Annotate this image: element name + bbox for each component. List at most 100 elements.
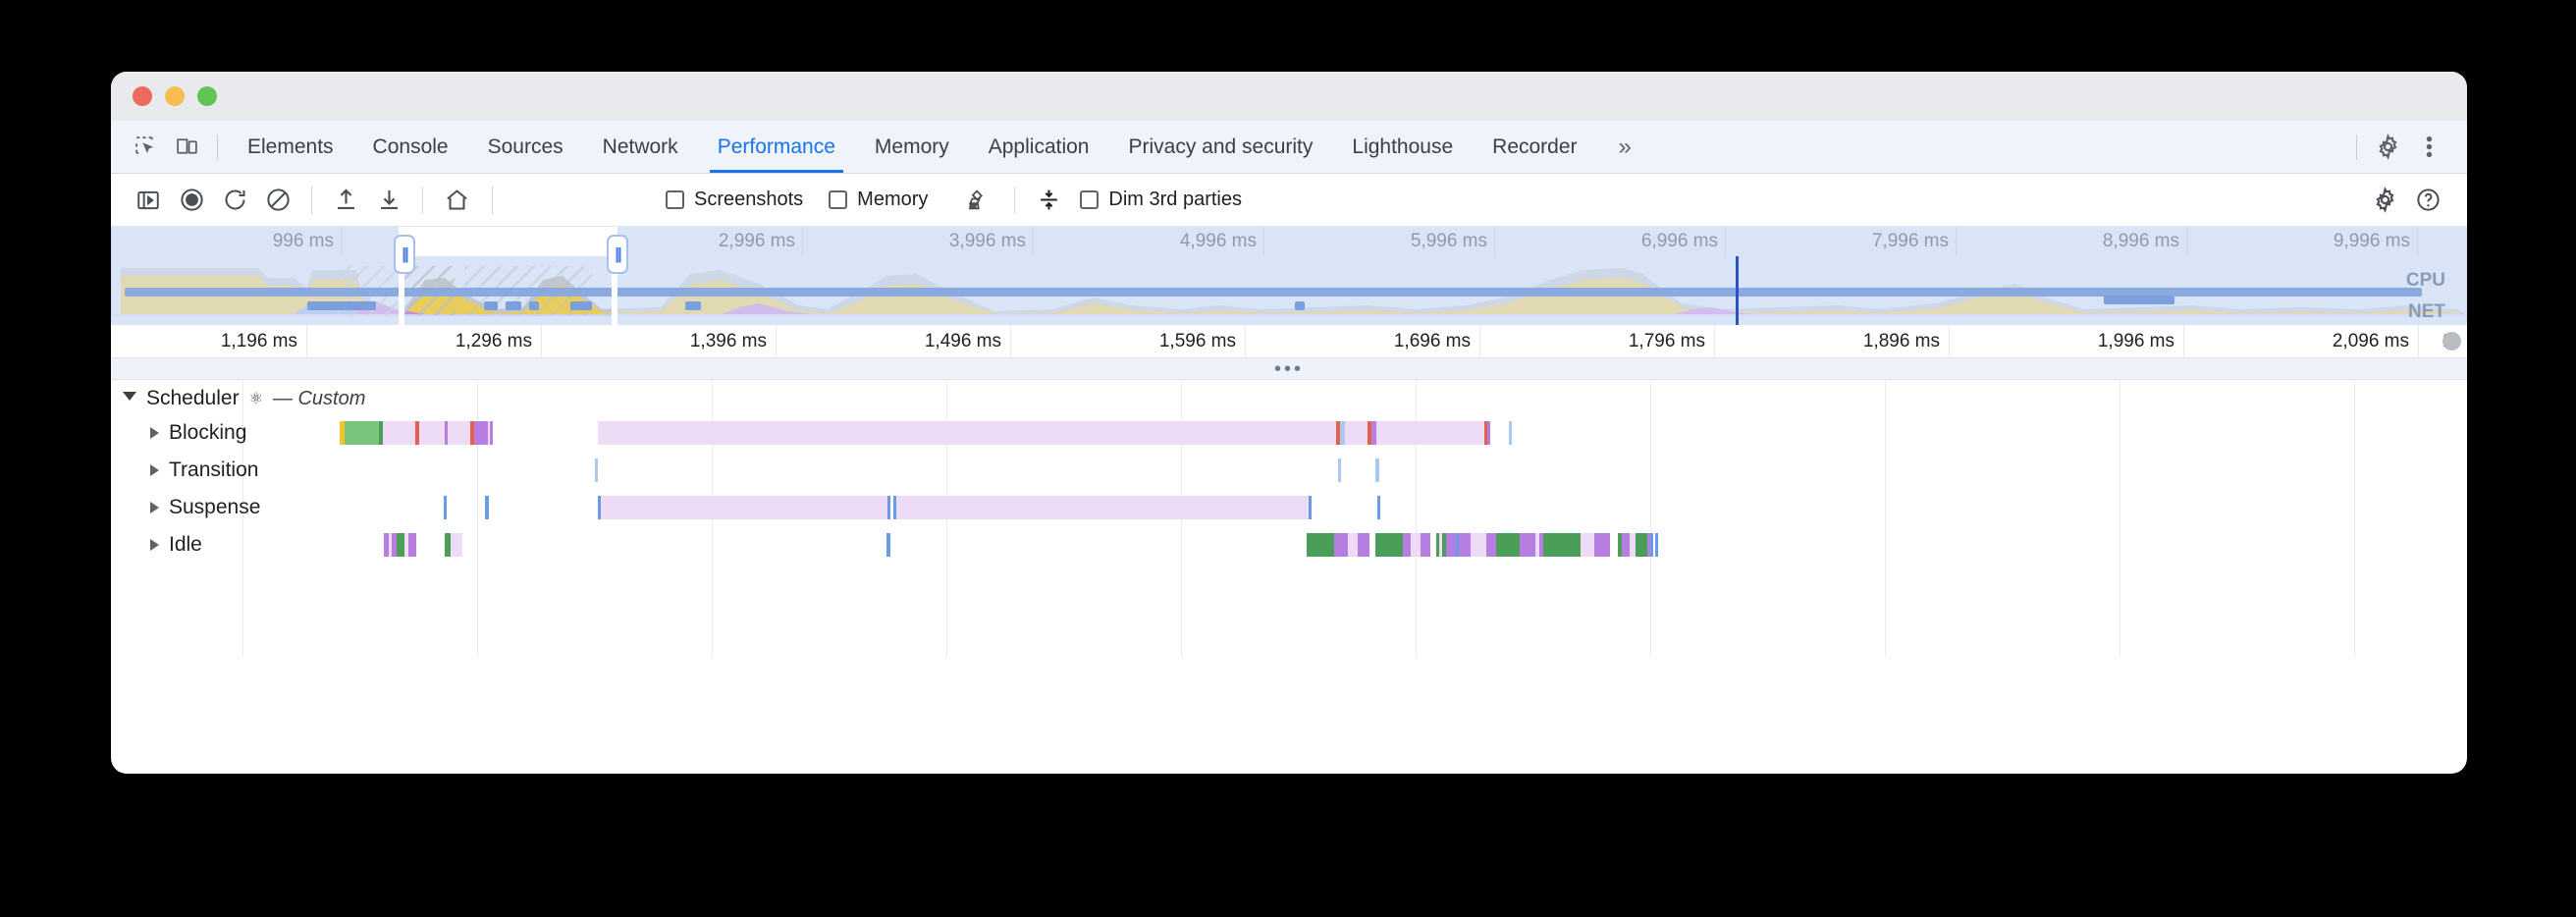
- tab-privacy-and-security[interactable]: Privacy and security: [1128, 135, 1314, 158]
- overview-playhead[interactable]: [1736, 256, 1739, 325]
- clear-icon[interactable]: [256, 181, 299, 220]
- flamechart-event-blocking[interactable]: [445, 421, 448, 445]
- flamechart-event-blocking[interactable]: [1368, 421, 1371, 445]
- flamechart-event-blocking[interactable]: [1340, 421, 1345, 445]
- flamechart-event-idle[interactable]: [1375, 533, 1403, 557]
- flamechart-event-suspense[interactable]: [601, 496, 887, 519]
- flamechart-event-idle[interactable]: [1581, 533, 1594, 557]
- reload-and-record-icon[interactable]: [213, 181, 256, 220]
- screenshots-checkbox[interactable]: Screenshots: [666, 189, 803, 211]
- collapse-tracks-icon[interactable]: [1027, 181, 1070, 220]
- panel-resizer-handle[interactable]: •••: [111, 358, 2467, 380]
- memory-checkbox-box[interactable]: [829, 190, 848, 209]
- flamechart-event-idle[interactable]: [1348, 533, 1358, 557]
- tab-network[interactable]: Network: [602, 135, 678, 158]
- home-icon[interactable]: [435, 181, 478, 220]
- flamechart-event-idle[interactable]: [1622, 533, 1630, 557]
- dim-3rd-parties-checkbox-box[interactable]: [1080, 190, 1100, 209]
- flamechart-event-blocking[interactable]: [379, 421, 383, 445]
- track-group-scheduler[interactable]: Scheduler ⚛ — Custom: [111, 380, 2467, 417]
- flamechart-event-suspense[interactable]: [1309, 496, 1312, 519]
- flamechart-event-blocking[interactable]: [1487, 421, 1490, 445]
- flamechart-event-blocking[interactable]: [598, 421, 1336, 445]
- flamechart-event-idle[interactable]: [1436, 533, 1439, 557]
- flamechart-event-blocking[interactable]: [1484, 421, 1487, 445]
- flamechart-event-suspense[interactable]: [896, 496, 1309, 519]
- flamechart-event-idle[interactable]: [1471, 533, 1486, 557]
- flamechart-event-blocking[interactable]: [383, 421, 415, 445]
- flamechart-event-idle[interactable]: [1630, 533, 1636, 557]
- tab-elements[interactable]: Elements: [247, 135, 334, 158]
- tab-memory[interactable]: Memory: [874, 135, 949, 158]
- flamechart-event-blocking[interactable]: [488, 421, 490, 445]
- flamechart-event-blocking[interactable]: [415, 421, 419, 445]
- flamechart-event-idle[interactable]: [886, 533, 890, 557]
- flamechart-event-blocking[interactable]: [419, 421, 445, 445]
- flamechart-event-idle[interactable]: [1520, 533, 1535, 557]
- flamechart-event-idle[interactable]: [1647, 533, 1650, 557]
- flamechart-event-idle[interactable]: [1442, 533, 1446, 557]
- window-close-button[interactable]: [133, 86, 152, 106]
- flamechart-event-blocking[interactable]: [1376, 421, 1484, 445]
- window-zoom-button[interactable]: [197, 86, 217, 106]
- tab-performance[interactable]: Performance: [698, 121, 855, 173]
- flamechart-event-suspense[interactable]: [444, 496, 447, 519]
- flamechart-event-blocking[interactable]: [448, 421, 470, 445]
- flamechart-event-idle[interactable]: [445, 533, 451, 557]
- dim-3rd-parties-checkbox[interactable]: Dim 3rd parties: [1080, 189, 1242, 211]
- flamechart-event-idle[interactable]: [1543, 533, 1581, 557]
- screenshots-checkbox-box[interactable]: [666, 190, 684, 209]
- flamechart-event-idle[interactable]: [1358, 533, 1369, 557]
- flamechart-event-blocking[interactable]: [1509, 421, 1512, 445]
- timeline-overview[interactable]: 996 ms 1,996 ms 2,996 ms 3,996 ms 4,996 …: [111, 227, 2467, 325]
- flamechart-event-blocking[interactable]: [490, 421, 493, 445]
- flamechart-event-idle[interactable]: [1486, 533, 1496, 557]
- timeline-scrollbar-thumb[interactable]: [2442, 332, 2461, 351]
- flamechart[interactable]: Scheduler ⚛ — Custom Blocking Transition: [111, 380, 2467, 657]
- flamechart-event-suspense[interactable]: [485, 496, 489, 519]
- flamechart-event-suspense[interactable]: [1377, 496, 1380, 519]
- track-row-transition[interactable]: Transition: [111, 452, 2467, 489]
- flamechart-event-transition[interactable]: [1375, 458, 1379, 482]
- tab-recorder[interactable]: Recorder: [1492, 135, 1578, 158]
- track-label-blocking[interactable]: Blocking: [111, 414, 246, 452]
- expand-triangle-icon[interactable]: [150, 539, 159, 551]
- more-options-kebab-icon[interactable]: [2408, 127, 2449, 168]
- flamechart-event-blocking[interactable]: [345, 421, 379, 445]
- memory-checkbox[interactable]: Memory: [829, 189, 928, 211]
- flamechart-event-transition[interactable]: [1338, 458, 1341, 482]
- track-row-suspense[interactable]: Suspense: [111, 489, 2467, 526]
- flamechart-event-idle[interactable]: [1594, 533, 1610, 557]
- flamechart-event-blocking[interactable]: [470, 421, 474, 445]
- flamechart-event-suspense[interactable]: [893, 496, 896, 519]
- flamechart-event-suspense[interactable]: [887, 496, 890, 519]
- inspect-element-icon[interactable]: [125, 127, 166, 168]
- overview-left-handle[interactable]: ||: [394, 235, 415, 274]
- expand-triangle-icon[interactable]: [150, 502, 159, 513]
- flamechart-event-idle[interactable]: [404, 533, 408, 557]
- record-icon[interactable]: [170, 181, 213, 220]
- flamechart-event-blocking[interactable]: [1345, 421, 1368, 445]
- flamechart-event-idle[interactable]: [1411, 533, 1421, 557]
- flamechart-event-idle[interactable]: [397, 533, 404, 557]
- toggle-sidebar-icon[interactable]: [127, 181, 170, 220]
- flamechart-event-blocking[interactable]: [340, 421, 345, 445]
- tab-lighthouse[interactable]: Lighthouse: [1352, 135, 1454, 158]
- flamechart-event-idle[interactable]: [1456, 533, 1459, 557]
- tab-sources[interactable]: Sources: [487, 135, 564, 158]
- download-profile-icon[interactable]: [367, 181, 410, 220]
- flamechart-event-idle[interactable]: [1636, 533, 1647, 557]
- flamechart-event-blocking[interactable]: [474, 421, 488, 445]
- flamechart-event-idle[interactable]: [1403, 533, 1411, 557]
- track-label-transition[interactable]: Transition: [111, 452, 258, 489]
- flamechart-event-idle[interactable]: [1439, 533, 1442, 557]
- track-row-blocking[interactable]: Blocking: [111, 414, 2467, 452]
- track-row-idle[interactable]: Idle: [111, 526, 2467, 564]
- flamechart-event-idle[interactable]: [384, 533, 389, 557]
- flamechart-event-idle[interactable]: [1655, 533, 1658, 557]
- tab-application[interactable]: Application: [988, 135, 1090, 158]
- capture-settings-gear-icon[interactable]: [2363, 181, 2406, 220]
- settings-gear-icon[interactable]: [2367, 127, 2408, 168]
- flamechart-event-idle[interactable]: [392, 533, 397, 557]
- flamechart-event-idle[interactable]: [1618, 533, 1622, 557]
